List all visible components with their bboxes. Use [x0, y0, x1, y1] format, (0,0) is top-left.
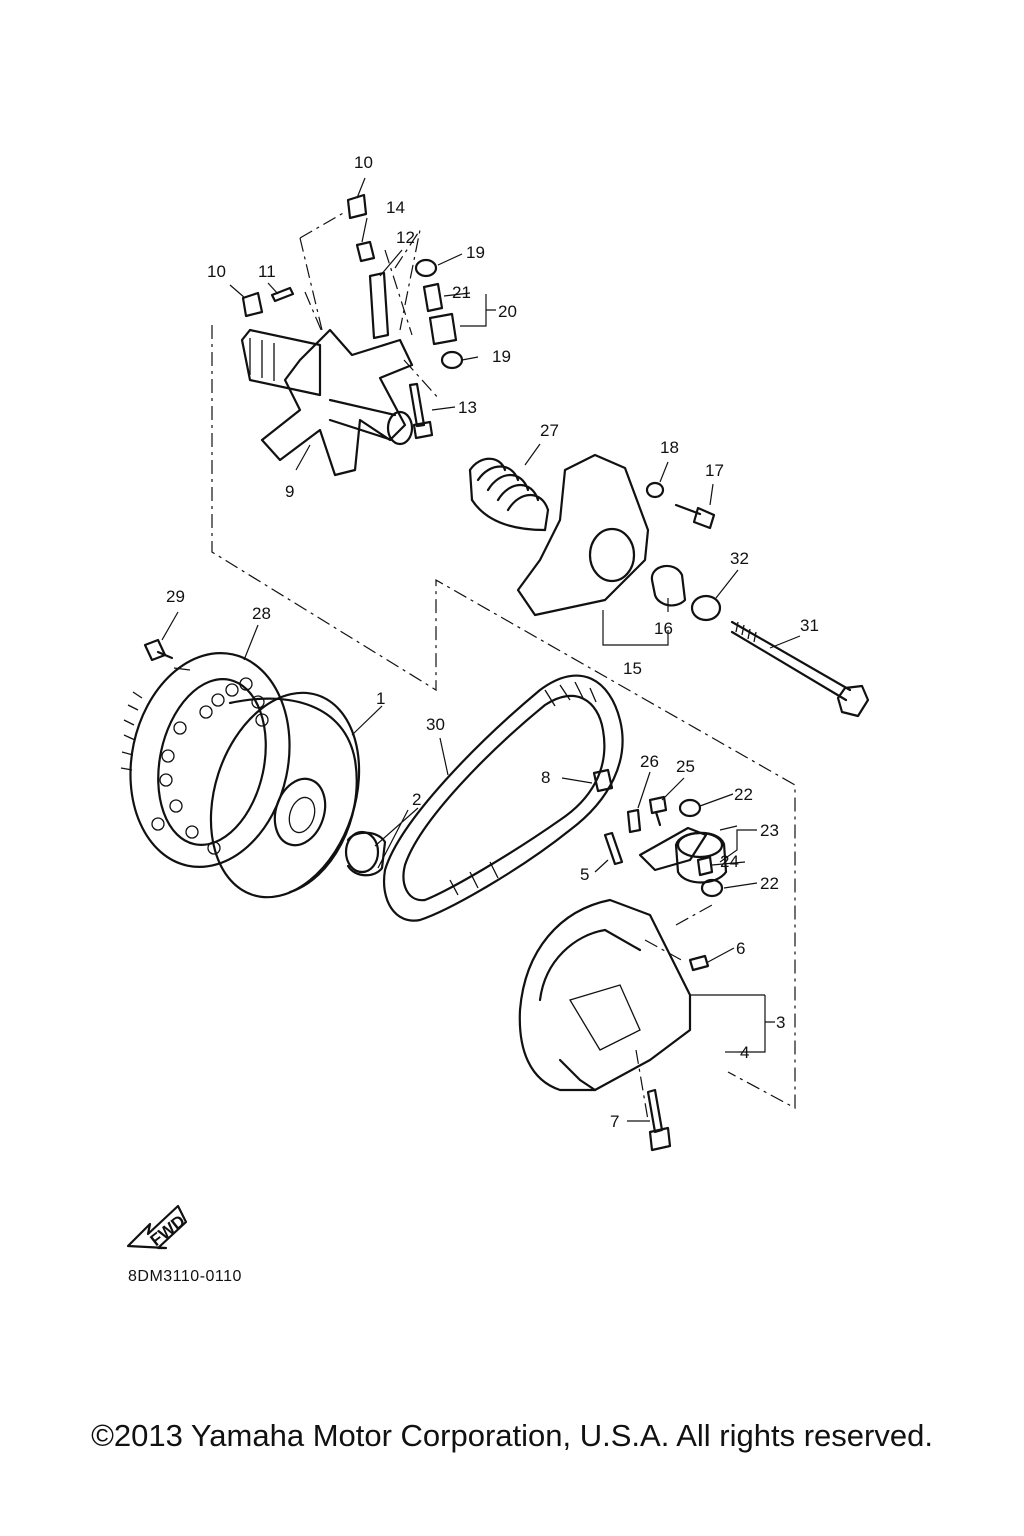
- callout-17: 17: [705, 461, 724, 480]
- callout-24: 24: [720, 852, 739, 871]
- plug-8: [592, 768, 614, 793]
- nut-14: [355, 240, 376, 263]
- callout-22a: 22: [734, 785, 753, 804]
- callout-7: 7: [610, 1112, 619, 1131]
- callout-3: 3: [776, 1013, 785, 1032]
- spider-hub-9: [240, 328, 414, 477]
- callout-1: 1: [376, 689, 385, 708]
- callout-12: 12: [396, 228, 415, 247]
- callout-31: 31: [800, 616, 819, 635]
- ring-gear-28: [120, 652, 291, 868]
- fwd-arrow-icon: FWD: [126, 1204, 189, 1250]
- bushing-20: [428, 312, 458, 346]
- callout-4: 4: [740, 1043, 749, 1062]
- callout-18: 18: [660, 438, 679, 457]
- copyright-notice: ©2013 Yamaha Motor Corporation, U.S.A. A…: [91, 1418, 933, 1453]
- bolt-17: [674, 503, 716, 530]
- pin-26: [626, 808, 642, 834]
- slider-10a: [241, 291, 264, 318]
- bushing-21: [422, 282, 444, 313]
- v-belt-30: [382, 674, 624, 922]
- bolt-13: [408, 382, 434, 440]
- callout-16: 16: [654, 619, 673, 638]
- callout-8: 8: [541, 768, 550, 787]
- washer-32: [690, 594, 722, 622]
- callout-26: 26: [640, 752, 659, 771]
- bushing-16: [650, 564, 687, 607]
- callout-23: 23: [760, 821, 779, 840]
- callout-20: 20: [498, 302, 517, 321]
- bolt-7: [646, 1088, 672, 1152]
- callout-labels: 10 14 12 19 10 11 21 20 19 13 27 18 17 9…: [166, 153, 819, 1131]
- callout-10a: 10: [354, 153, 373, 172]
- callout-6: 6: [736, 939, 745, 958]
- slider-10b: [346, 193, 368, 220]
- movable-sheave-cover-15: [516, 453, 650, 617]
- callout-19a: 19: [466, 243, 485, 262]
- callout-19b: 19: [492, 347, 511, 366]
- spring-27: [468, 457, 550, 532]
- fixed-sheave-1: [209, 691, 361, 899]
- callout-13: 13: [458, 398, 477, 417]
- washer-22b: [700, 878, 724, 898]
- bolt-29: [143, 638, 174, 662]
- callout-11: 11: [258, 262, 276, 281]
- screw-6: [688, 954, 710, 972]
- bolt-31: [730, 620, 870, 718]
- callout-2: 2: [412, 790, 421, 809]
- collar-24: [696, 855, 714, 877]
- clutch-housing-3: [518, 898, 692, 1092]
- callout-27: 27: [540, 421, 559, 440]
- washer-22a: [678, 798, 702, 818]
- callout-25: 25: [676, 757, 695, 776]
- callout-15: 15: [623, 659, 642, 678]
- callout-5: 5: [580, 865, 589, 884]
- bolt-25: [648, 795, 668, 827]
- callout-10b: 10: [207, 262, 226, 281]
- washer-18: [645, 481, 665, 499]
- pin-11: [270, 286, 295, 303]
- callout-21: 21: [452, 283, 471, 302]
- callout-29: 29: [166, 587, 185, 606]
- callout-28: 28: [252, 604, 271, 623]
- collar-12: [368, 271, 390, 340]
- leader-lines: [161, 177, 801, 1122]
- drawing-code: 8DM3110-0110: [128, 1268, 242, 1285]
- washer-19a: [414, 258, 438, 278]
- callout-14: 14: [386, 198, 405, 217]
- washer-19b: [440, 350, 464, 370]
- callout-22b: 22: [760, 874, 779, 893]
- callout-9: 9: [285, 482, 294, 501]
- callout-32: 32: [730, 549, 749, 568]
- callout-30: 30: [426, 715, 445, 734]
- pin-5: [603, 831, 624, 866]
- bracket-23: [638, 826, 708, 872]
- collar-2: [344, 830, 387, 877]
